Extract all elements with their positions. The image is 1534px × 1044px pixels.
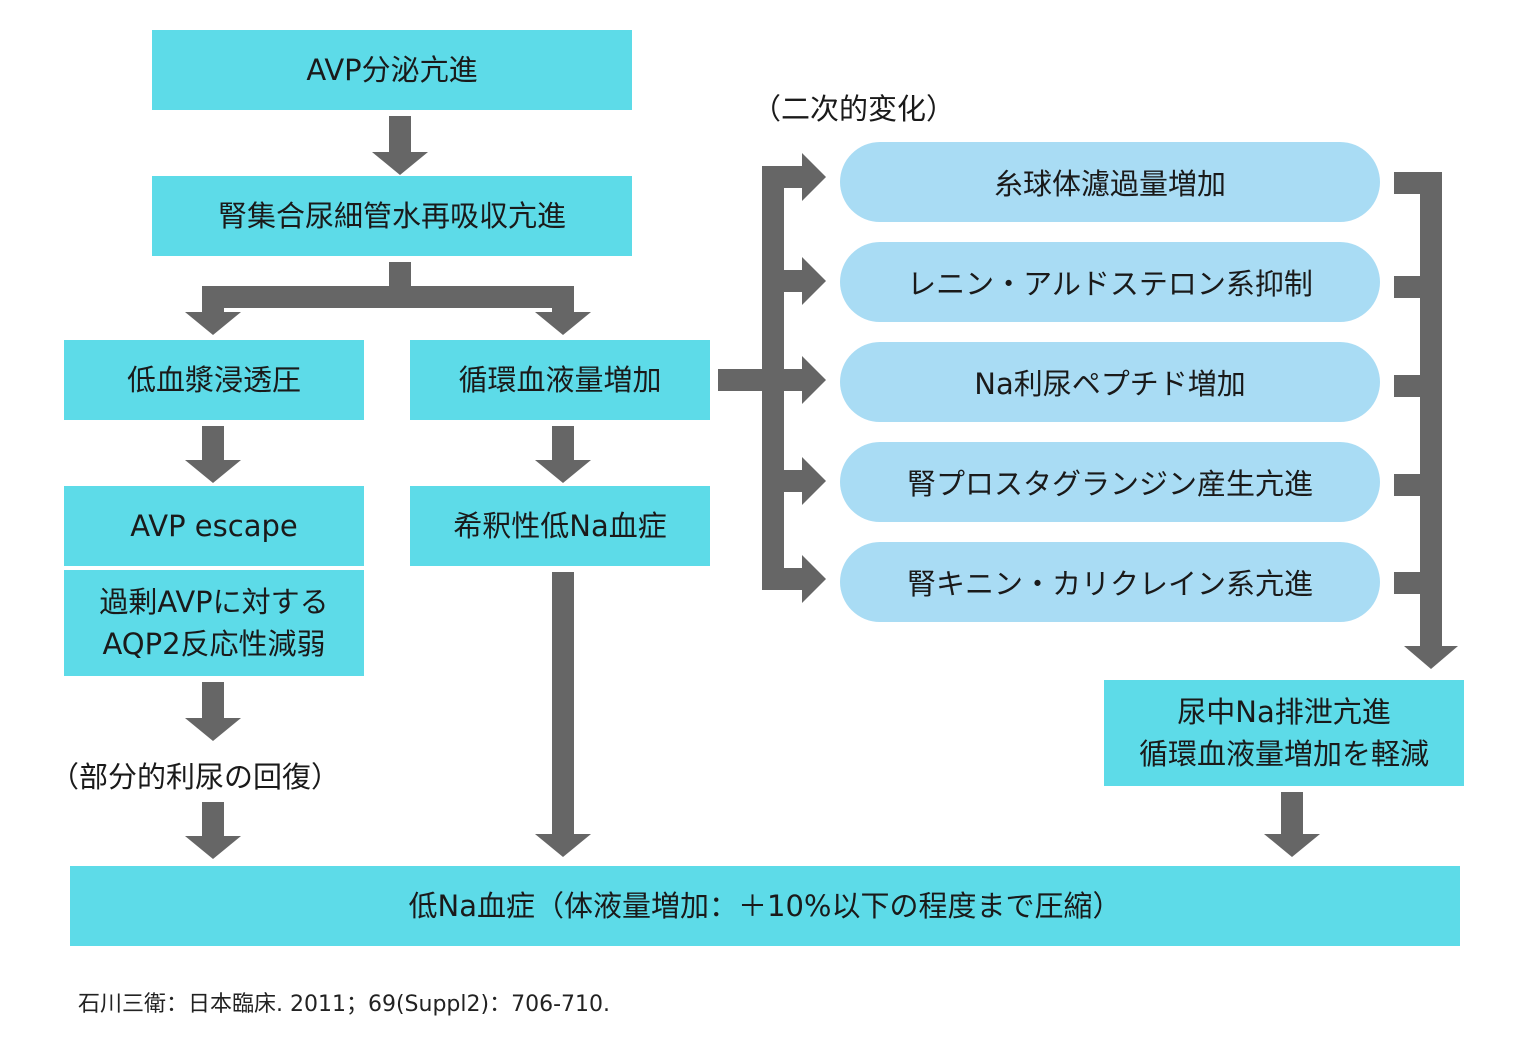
secondary-item-label: Na利尿ペプチド増加 bbox=[974, 367, 1246, 401]
secondary-item: Na利尿ペプチド増加 bbox=[840, 342, 1380, 422]
aqp2-response-label: 過剰AVPに対する AQP2反応性減弱 bbox=[99, 584, 329, 661]
secondary-item-label: 腎キニン・カリクレイン系亢進 bbox=[906, 567, 1313, 601]
dilutional-hyponatremia-box: 希釈性低Na血症 bbox=[410, 486, 710, 566]
secondary-item-label: レニン・アルドステロン系抑制 bbox=[907, 267, 1313, 301]
secondary-item: 糸球体濾過量増加 bbox=[840, 142, 1380, 222]
arrow-down bbox=[185, 682, 241, 741]
arrow-down bbox=[372, 116, 428, 175]
hyponatremia-result-box: 低Na血症（体液量増加：＋10%以下の程度まで圧縮） bbox=[70, 866, 1460, 946]
arrow-down-long bbox=[535, 572, 591, 857]
aqp2-response-box: 過剰AVPに対する AQP2反応性減弱 bbox=[64, 570, 364, 676]
arrow-merge-secondary bbox=[1394, 172, 1458, 669]
circulating-volume-label: 循環血液量増加 bbox=[458, 362, 662, 397]
citation: 石川三衛：日本臨床. 2011；69(Suppl2)：706-710. bbox=[78, 992, 610, 1017]
renal-reabsorption-box: 腎集合尿細管水再吸収亢進 bbox=[152, 176, 632, 256]
urinary-na-excretion-label: 尿中Na排泄亢進 循環血液量増加を軽減 bbox=[1138, 694, 1429, 771]
renal-reabsorption-label: 腎集合尿細管水再吸収亢進 bbox=[217, 198, 566, 233]
dilutional-hyponatremia-label: 希釈性低Na血症 bbox=[453, 508, 667, 543]
arrow-down bbox=[535, 426, 591, 483]
secondary-changes-heading: （二次的変化） bbox=[752, 92, 956, 126]
urinary-na-excretion-box: 尿中Na排泄亢進 循環血液量増加を軽減 bbox=[1104, 680, 1464, 786]
secondary-item-label: 腎プロスタグランジン産生亢進 bbox=[906, 467, 1313, 501]
low-plasma-osmolality-label: 低血漿浸透圧 bbox=[126, 362, 301, 397]
arrow-down bbox=[1264, 792, 1320, 857]
arrow-down bbox=[185, 802, 241, 859]
secondary-item: 腎プロスタグランジン産生亢進 bbox=[840, 442, 1380, 522]
hyponatremia-result-label: 低Na血症（体液量増加：＋10%以下の程度まで圧縮） bbox=[408, 888, 1122, 923]
partial-diuresis-label: （部分的利尿の回復） bbox=[50, 760, 341, 794]
secondary-item: レニン・アルドステロン系抑制 bbox=[840, 242, 1380, 322]
circulating-volume-box: 循環血液量増加 bbox=[410, 340, 710, 420]
avp-escape-label: AVP escape bbox=[130, 508, 298, 543]
avp-escape-box: AVP escape bbox=[64, 486, 364, 566]
arrow-branch-secondary bbox=[718, 153, 826, 603]
avp-secretion-label: AVP分泌亢進 bbox=[306, 52, 478, 87]
secondary-item: 腎キニン・カリクレイン系亢進 bbox=[840, 542, 1380, 622]
arrow-down bbox=[185, 426, 241, 483]
avp-secretion-box: AVP分泌亢進 bbox=[152, 30, 632, 110]
secondary-item-label: 糸球体濾過量増加 bbox=[993, 167, 1226, 201]
low-plasma-osmolality-box: 低血漿浸透圧 bbox=[64, 340, 364, 420]
arrow-split bbox=[185, 262, 591, 335]
